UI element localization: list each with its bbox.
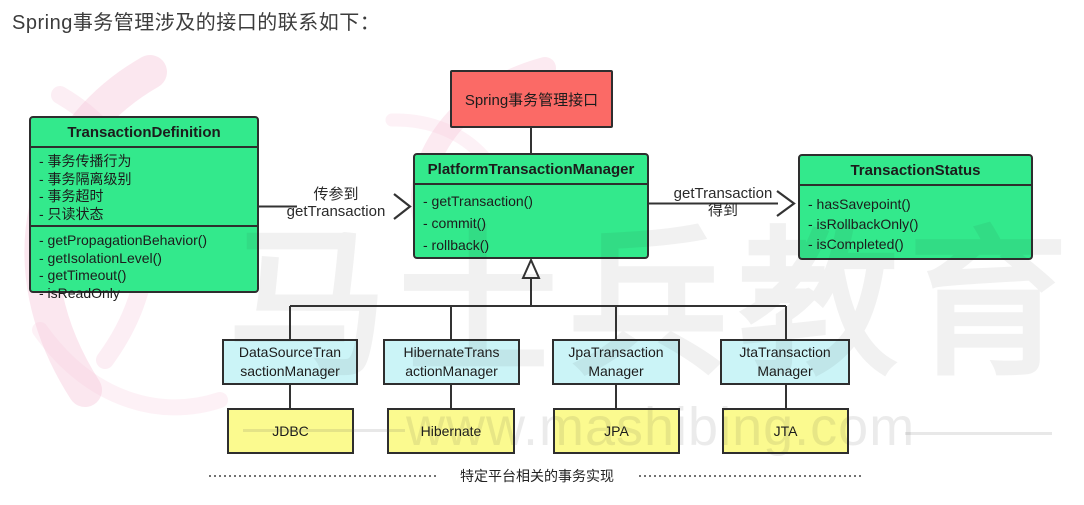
edge-label-line: getTransaction [286,203,386,220]
node-label-line: actionManager [405,363,498,379]
node-label: JPA [604,423,629,439]
attribute-item: - 只读状态 [39,205,104,222]
transaction-definition-methods: - getPropagationBehavior() - getIsolatio… [31,227,257,304]
transaction-definition-attributes: - 事务传播行为 - 事务隔离级别 - 事务超时 - 只读状态 [31,148,257,227]
transaction-status-methods: - hasSavepoint() - isRollbackOnly() - is… [800,186,1031,256]
node-hibernate-transaction-manager: HibernateTrans actionManager [383,339,520,385]
footer-caption: 特定平台相关的事务实现 [437,467,637,485]
inheritance-triangle-icon [521,257,541,279]
node-spring-tx-interface: Spring事务管理接口 [450,70,613,128]
node-label-line: JtaTransaction [739,344,831,360]
method-item: - getTimeout() [39,267,127,283]
node-label-line: Manager [757,363,813,379]
node-jta: JTA [722,408,849,454]
node-transaction-status: TransactionStatus - hasSavepoint() - isR… [798,154,1033,260]
node-label-line: HibernateTrans [403,344,500,360]
method-item: - isRollbackOnly() [808,216,919,232]
pink-swirl-left-tail [32,322,228,416]
method-item: - getIsolationLevel() [39,249,162,266]
node-transaction-definition: TransactionDefinition - 事务传播行为 - 事务隔离级别 … [29,116,259,301]
node-transaction-status-title: TransactionStatus [800,156,1031,186]
edge-label-pass-params: 传参到 getTransaction [262,186,410,220]
node-jpa-transaction-manager: JpaTransaction Manager [552,339,680,385]
method-item: - isCompleted() [808,236,904,252]
method-item: - getPropagationBehavior() [39,232,208,248]
node-datasource-transaction-manager: DataSourceTran sactionManager [222,339,358,385]
arrowhead-into-platform [393,193,412,220]
attribute-item: - 事务超时 [39,188,104,204]
method-item: - getTransaction() [423,193,533,209]
method-item: - commit() [423,215,486,231]
page-title: Spring事务管理涉及的接口的联系如下： [12,12,381,34]
node-platform-transaction-manager-title: PlatformTransactionManager [415,155,647,185]
node-jta-transaction-manager: JtaTransaction Manager [720,339,850,385]
node-label: Hibernate [420,423,482,439]
node-platform-transaction-manager: PlatformTransactionManager - getTransact… [413,153,649,259]
edge-label-line: 得到 [707,202,738,219]
node-label-line: Manager [588,363,644,379]
method-item: - rollback() [423,237,490,253]
node-jdbc: JDBC [227,408,354,454]
node-hibernate: Hibernate [387,408,515,454]
node-jpa: JPA [553,408,680,454]
node-label: JDBC [272,423,309,439]
node-label: JTA [773,423,798,439]
attribute-item: - 事务隔离级别 [39,170,132,187]
node-transaction-definition-title: TransactionDefinition [31,118,257,148]
arrowhead-into-status [776,190,796,217]
node-label-line: sactionManager [240,363,340,379]
node-label-line: DataSourceTran [238,344,342,360]
platform-transaction-manager-methods: - getTransaction() - commit() - rollback… [415,185,647,258]
method-item: - hasSavepoint() [808,196,911,212]
node-label-line: JpaTransaction [568,344,664,360]
edge-label-get-result: getTransaction 得到 [653,185,793,219]
edge-label-line: 传参到 [313,186,359,203]
edge-label-line: getTransaction [673,185,773,202]
method-item: - isReadOnly [39,284,120,301]
node-spring-tx-interface-label: Spring事务管理接口 [464,91,599,109]
attribute-item: - 事务传播行为 [39,153,132,169]
